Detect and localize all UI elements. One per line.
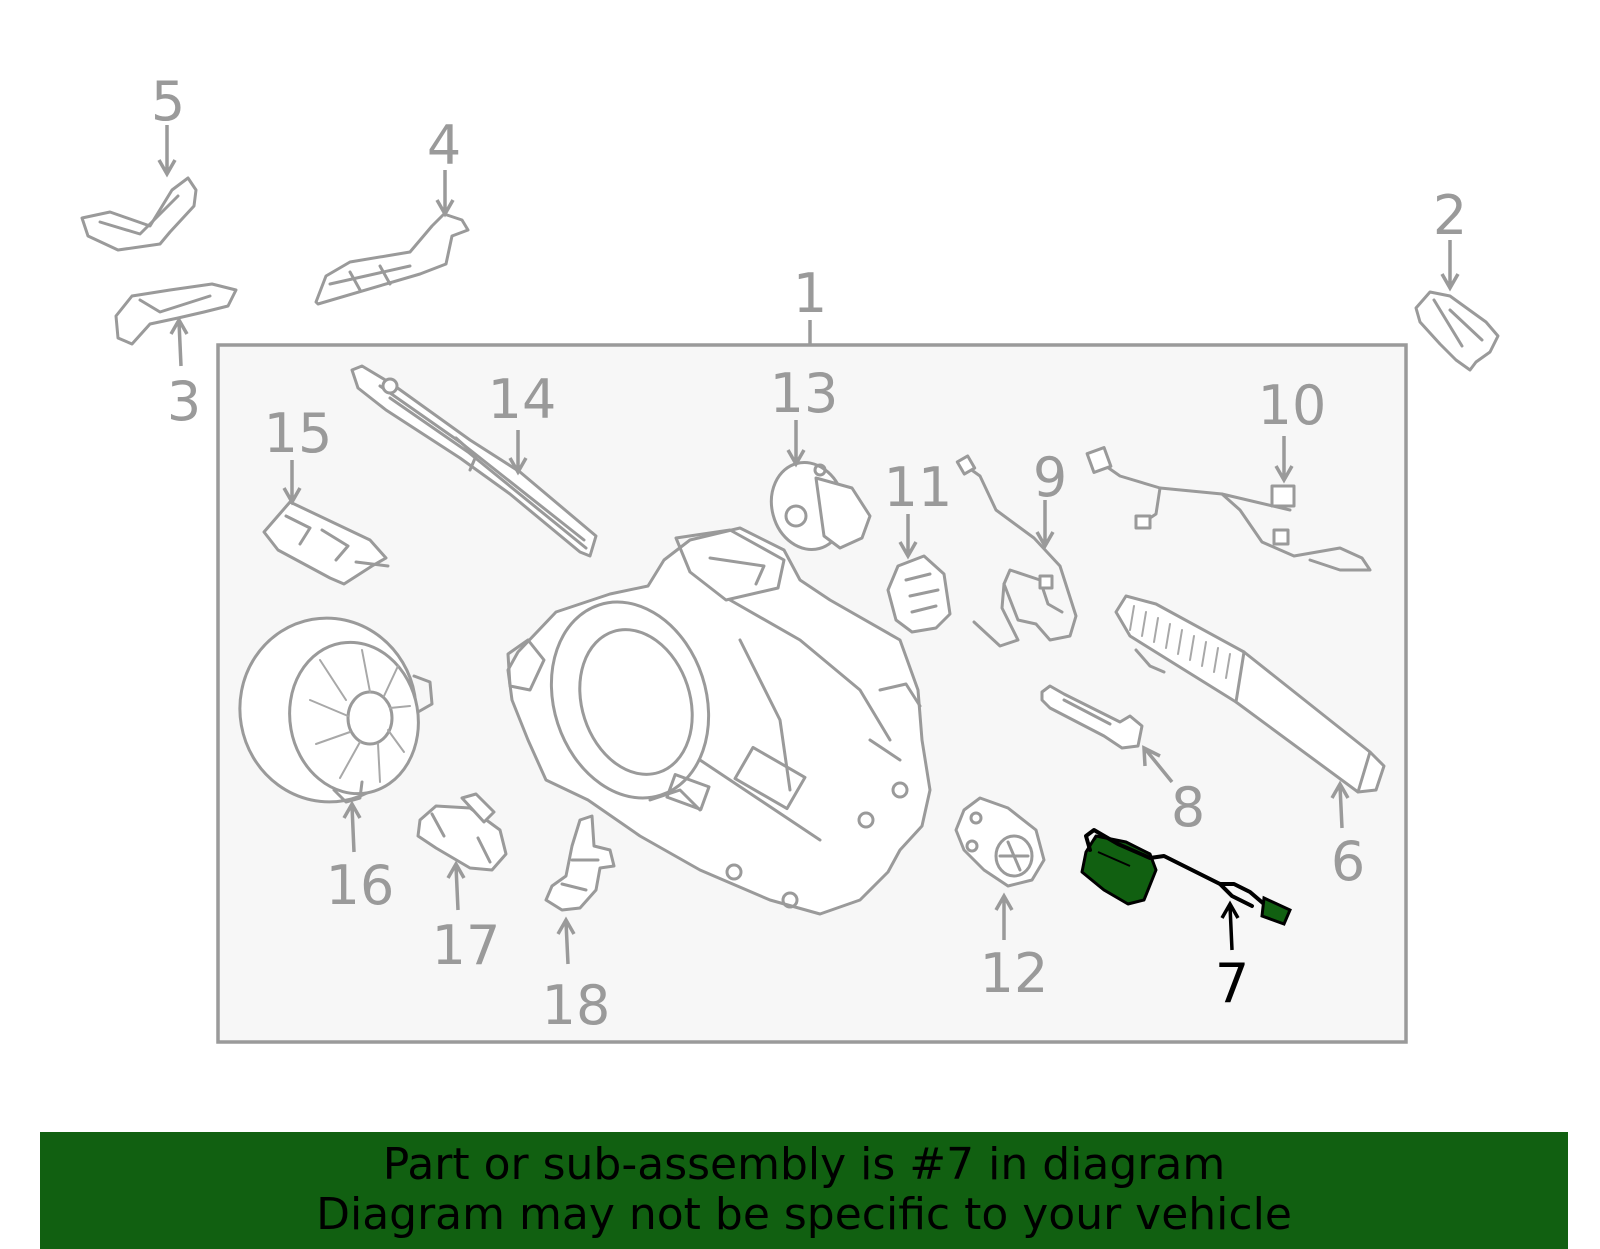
leader-14	[508, 430, 528, 476]
leader-3	[169, 316, 189, 367]
callout-11: 11	[884, 456, 953, 519]
callout-3: 3	[167, 370, 201, 433]
banner-line-1: Part or sub-assembly is #7 in diagram	[382, 1139, 1226, 1190]
part-15-module[interactable]	[262, 500, 390, 586]
callout-9: 9	[1033, 446, 1067, 509]
part-3-bracket[interactable]	[114, 282, 238, 346]
callout-4: 4	[427, 114, 461, 177]
callout-15: 15	[264, 402, 333, 465]
leader-4	[435, 170, 455, 218]
part-9-harness[interactable]	[955, 454, 1078, 648]
callout-1: 1	[793, 262, 827, 325]
part-5-bracket[interactable]	[80, 176, 198, 252]
part-8-sensor[interactable]	[1040, 684, 1144, 750]
callout-10: 10	[1258, 374, 1327, 437]
leader-2	[1440, 240, 1460, 292]
part-1-hvac-case[interactable]	[506, 526, 932, 916]
callout-13: 13	[770, 362, 839, 425]
leader-11	[898, 514, 918, 560]
leader-15	[282, 460, 302, 506]
leader-17	[446, 860, 466, 911]
callout-7: 7	[1215, 952, 1249, 1015]
parts-diagram: 1 2 3 4 5 6 7 8 9 10 11 12 13 14 15 16 1…	[80, 70, 1500, 1044]
leader-6	[1330, 780, 1350, 829]
callout-6: 6	[1331, 830, 1365, 893]
leader-13	[786, 420, 806, 468]
info-banner: Part or sub-assembly is #7 in diagram Di…	[40, 1132, 1568, 1249]
part-10-harness[interactable]	[1085, 446, 1372, 572]
part-14-duct[interactable]	[350, 364, 598, 558]
leader-18	[556, 916, 576, 965]
callout-12: 12	[980, 942, 1049, 1005]
part-18-sensor[interactable]	[544, 814, 616, 912]
part-2-bracket[interactable]	[1414, 290, 1500, 372]
part-11-actuator[interactable]	[886, 554, 952, 634]
callout-5: 5	[151, 70, 185, 133]
part-7-harness-highlighted[interactable]	[1080, 828, 1292, 926]
leader-7	[1220, 900, 1240, 951]
part-12-actuator[interactable]	[954, 796, 1046, 888]
callout-14: 14	[488, 368, 557, 431]
leader-8	[1142, 745, 1174, 784]
part-6-duct[interactable]	[1114, 594, 1386, 794]
leader-12	[994, 892, 1014, 940]
leader-16	[342, 800, 362, 853]
part-16-blower[interactable]	[225, 604, 434, 816]
callout-16: 16	[326, 854, 395, 917]
callout-8: 8	[1171, 776, 1205, 839]
part-4-bracket[interactable]	[314, 212, 470, 306]
callout-18: 18	[542, 974, 611, 1037]
banner-line-2: Diagram may not be specific to your vehi…	[316, 1189, 1292, 1240]
part-17-resistor[interactable]	[416, 792, 508, 872]
leader-10	[1274, 436, 1294, 484]
leader-5	[157, 125, 177, 178]
callout-17: 17	[432, 914, 501, 977]
callout-2: 2	[1433, 184, 1467, 247]
leader-9	[1035, 500, 1055, 550]
